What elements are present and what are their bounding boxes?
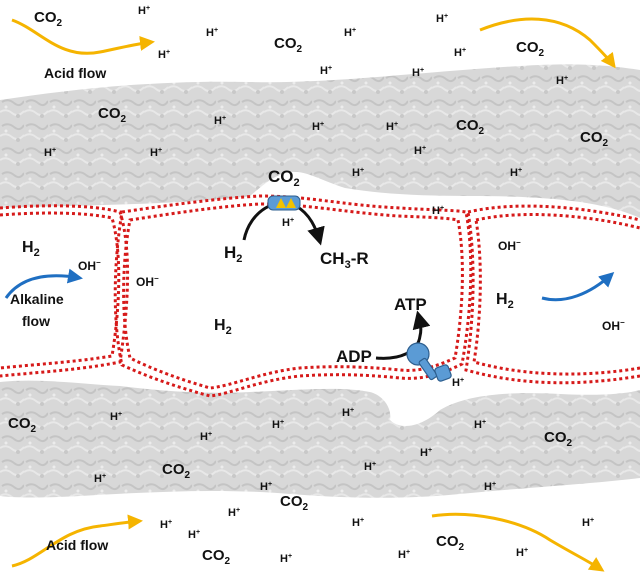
co2-labels: CO2 CO2 CO2 CO2 CO2 CO2 CO2 CO2 CO2 CO2 … <box>8 9 609 567</box>
h2-center-cell-label: H2 <box>214 317 232 337</box>
membrane-left-cell <box>0 204 130 378</box>
svg-text:H+: H+ <box>398 549 410 561</box>
svg-text:H+: H+ <box>320 65 332 77</box>
acid-flow-arrow-top-right <box>479 17 616 69</box>
svg-text:H+: H+ <box>432 205 444 217</box>
svg-text:CO2: CO2 <box>516 39 545 59</box>
acid-flow-arrow-top-left <box>11 18 155 55</box>
svg-text:H+: H+ <box>344 27 356 39</box>
svg-text:CO2: CO2 <box>162 461 191 481</box>
svg-text:CO2: CO2 <box>544 429 573 449</box>
svg-text:H+: H+ <box>160 519 172 531</box>
svg-text:H+: H+ <box>454 47 466 59</box>
atp-synthase-icon <box>406 342 452 382</box>
rock-layer-top <box>0 64 640 219</box>
atp-label: ATP <box>394 295 427 314</box>
svg-text:OH−: OH− <box>136 274 159 289</box>
svg-text:CO2: CO2 <box>274 35 303 55</box>
alkaline-flow-label-line1: Alkaline <box>10 291 64 307</box>
svg-text:H+: H+ <box>282 217 294 229</box>
svg-text:H+: H+ <box>188 529 200 541</box>
h2-left-cell-label: H2 <box>22 239 40 259</box>
svg-text:CO2: CO2 <box>8 415 37 435</box>
ch3r-product-label: CH3-R <box>320 249 369 271</box>
svg-text:CO2: CO2 <box>580 129 609 149</box>
alkaline-flow-label-line2: flow <box>22 313 50 329</box>
enzyme-icon <box>267 195 301 211</box>
svg-text:H+: H+ <box>516 547 528 559</box>
svg-text:H+: H+ <box>484 481 496 493</box>
oh-minus-labels: OH− OH− OH− OH− <box>78 238 625 333</box>
svg-text:CO2: CO2 <box>98 105 127 125</box>
acid-flow-label-bottom: Acid flow <box>46 537 108 553</box>
svg-text:OH−: OH− <box>498 238 521 253</box>
atp-synthesis-arrow <box>375 310 431 360</box>
h2-right-cell-label: H2 <box>496 291 514 311</box>
svg-text:H+: H+ <box>436 13 448 25</box>
svg-text:CO2: CO2 <box>202 547 231 567</box>
svg-text:H+: H+ <box>138 5 150 17</box>
svg-text:H+: H+ <box>452 377 464 389</box>
svg-text:CO2: CO2 <box>34 9 63 29</box>
svg-text:OH−: OH− <box>602 318 625 333</box>
svg-text:H+: H+ <box>228 507 240 519</box>
alkaline-flow-arrow-left <box>4 268 83 299</box>
rock-layer-bottom <box>0 380 640 498</box>
adp-label: ADP <box>336 347 372 366</box>
h2-reactant-label: H2 <box>224 243 242 265</box>
svg-text:CO2: CO2 <box>456 117 485 137</box>
svg-text:H+: H+ <box>352 517 364 529</box>
acid-flow-label-top: Acid flow <box>44 65 106 81</box>
acid-flow-arrow-bottom-right <box>431 512 605 572</box>
membrane-right-cell <box>464 204 640 385</box>
svg-text:OH−: OH− <box>78 258 101 273</box>
svg-text:H+: H+ <box>206 27 218 39</box>
svg-text:H+: H+ <box>280 553 292 565</box>
alkaline-flow-arrow-right <box>541 271 615 302</box>
co2-reactant-label: CO2 <box>268 167 300 189</box>
acid-flow-arrow-bottom-left <box>11 514 143 568</box>
svg-text:CO2: CO2 <box>436 533 465 553</box>
svg-text:H+: H+ <box>158 49 170 61</box>
svg-text:H+: H+ <box>582 517 594 529</box>
svg-text:CO2: CO2 <box>280 493 309 513</box>
